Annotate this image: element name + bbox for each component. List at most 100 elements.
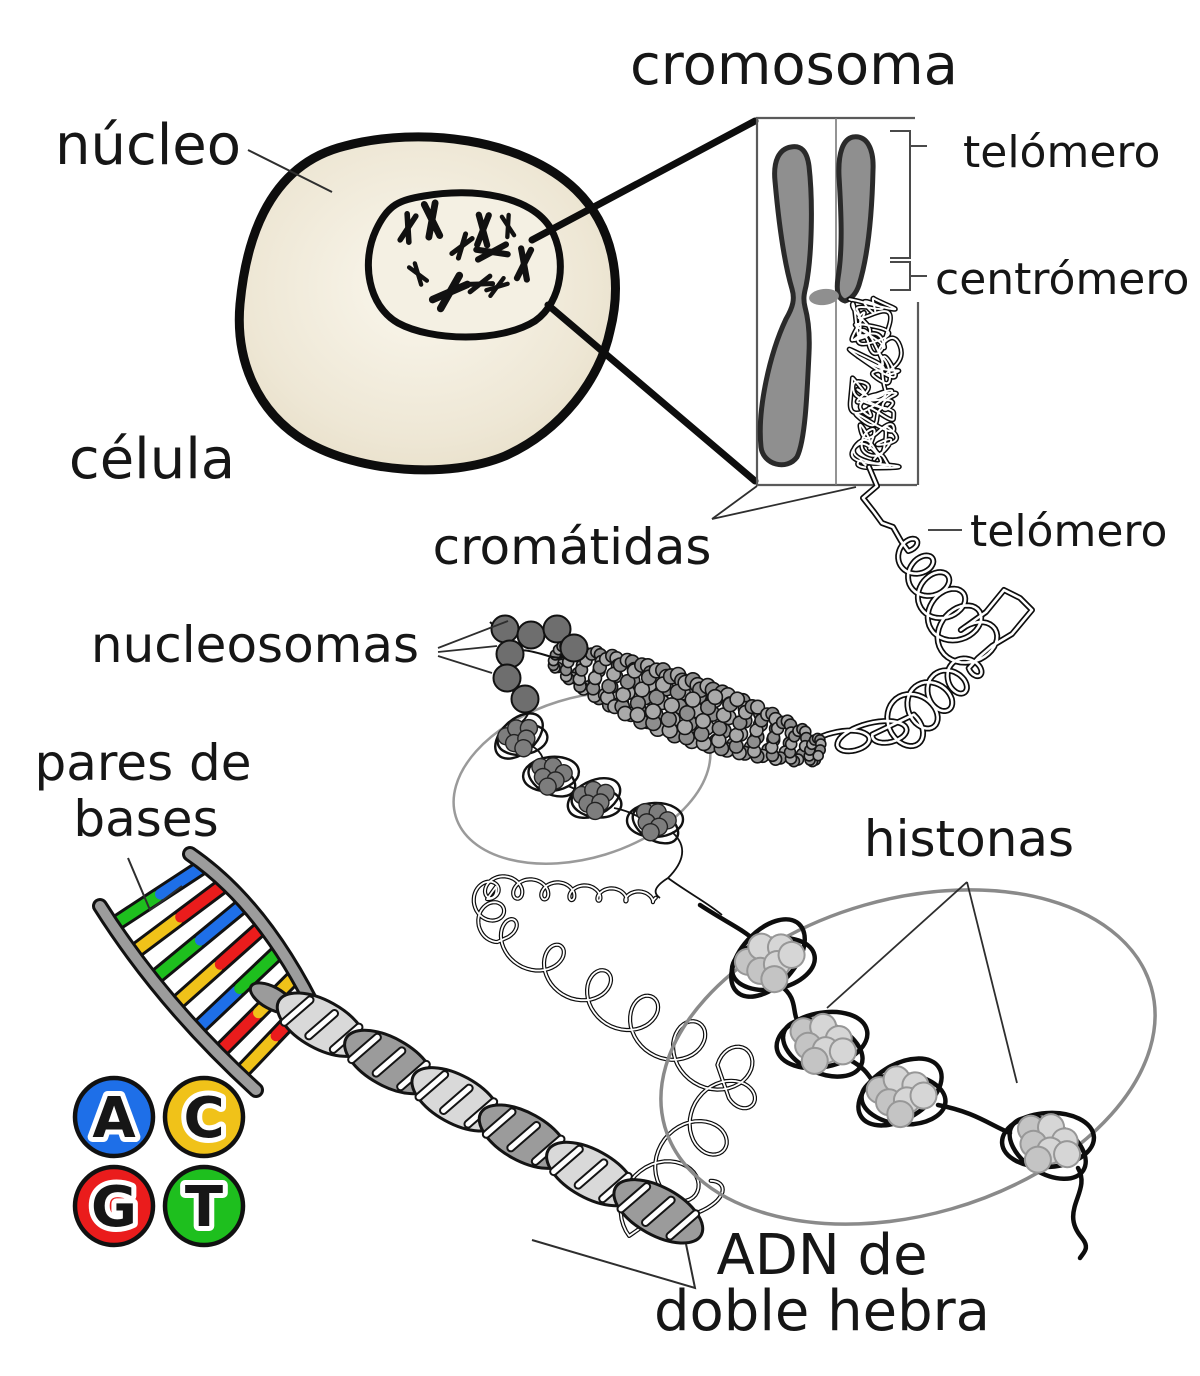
cromatidas-line-2 [711, 486, 857, 520]
mini-chromosome [513, 245, 535, 283]
mini-chromosome [420, 199, 444, 241]
nucleosomas-line-2 [437, 645, 498, 653]
base-letter-c: C [183, 1086, 224, 1151]
label-adn-line1: ADN de [716, 1223, 927, 1288]
label-pares-de: pares de [34, 734, 251, 792]
nucleosomas-line-3 [437, 655, 493, 674]
base-letter-g: G [91, 1175, 137, 1240]
histone-protein [760, 965, 789, 994]
solenoid-fiber [547, 640, 827, 768]
dna-wrap-string [935, 1102, 1013, 1136]
chromatin-scribble [846, 295, 904, 471]
label-centromero: centrómero [935, 254, 1189, 305]
nucleosome-clusters [494, 712, 723, 916]
nucleosome-zoom-big [659, 888, 1157, 1261]
nucleosome-cluster [521, 755, 581, 798]
cell [234, 132, 620, 475]
cromatidas-line-1 [711, 485, 758, 520]
label-nucleosomas: nucleosomas [91, 616, 419, 674]
solenoid-ring [803, 732, 827, 768]
mini-chromosome [474, 211, 492, 249]
chromosome-box [755, 116, 962, 531]
label-celula: célula [69, 427, 235, 492]
labels: cromosoma núcleo célula telómero centróm… [34, 33, 1189, 1344]
label-cromatidas: cromátidas [433, 518, 712, 576]
base-pair-rung [148, 898, 250, 985]
chromatin-tangle-core [848, 297, 903, 469]
label-telomero-mid: telómero [970, 506, 1167, 557]
histonas-pointer-lines [826, 881, 1018, 1084]
nucleosomas-pointer-lines [437, 620, 509, 674]
dna-wrap-string [1070, 1165, 1089, 1261]
histone-nucleosomes [697, 902, 1097, 1261]
zoom-cone-lines [528, 117, 759, 485]
nucleosome-bead [495, 639, 525, 669]
base-letter-a: A [92, 1086, 136, 1151]
base-pair-rung [109, 859, 209, 931]
left-chromatid [757, 144, 814, 468]
zoom-line-bottom [544, 301, 759, 485]
histone-nucleosome [856, 1056, 948, 1129]
mini-chromosome [428, 271, 472, 313]
base-badge-g: G [72, 1164, 156, 1248]
chromosome [757, 134, 904, 471]
nucleo-pointer-line [247, 149, 333, 193]
coil-fiber-core [801, 465, 1034, 754]
base-badge-a: A [72, 1075, 156, 1159]
nucleosomas-line-1 [437, 620, 509, 649]
mini-chromosome [473, 241, 511, 263]
nucleosome-bead [516, 620, 546, 650]
telomere-bracket [890, 130, 927, 259]
label-telomero-top: telómero [963, 127, 1160, 178]
dna-helix-thin [471, 874, 757, 1238]
nucleosome-bead [490, 614, 520, 644]
nucleosome-cluster [494, 712, 549, 760]
histonas-line-1 [826, 881, 968, 1009]
dna-ribbon-helix [248, 981, 705, 1245]
histonas-line-2 [966, 881, 1018, 1084]
nucleosome-bead [559, 633, 589, 663]
histone-protein [886, 1100, 915, 1129]
nucleosome-beads [489, 614, 589, 723]
mini-chromosomes [397, 199, 535, 313]
histone-protein [800, 1046, 829, 1075]
nucleus [364, 189, 564, 341]
histone-protein [828, 1037, 857, 1066]
nucleosome-cluster [625, 801, 685, 845]
label-histonas: histonas [864, 810, 1074, 868]
zoom-line-top [528, 117, 759, 244]
base-badge-c: C [162, 1075, 246, 1159]
nucleosome-bead [510, 684, 540, 714]
cromatidas-pointer-lines [711, 485, 857, 520]
label-bases: bases [73, 790, 218, 848]
base-pair-rung [169, 921, 268, 1011]
nucleosome-bead [542, 614, 572, 644]
ribbon-lens [612, 1178, 705, 1245]
label-cromosoma: cromosoma [630, 33, 958, 98]
pares-de-bases-pointer [127, 857, 183, 912]
base-badge-t: T [162, 1164, 246, 1248]
nucleosome-cluster [566, 777, 623, 821]
nucleosome-zoom-small [452, 691, 723, 916]
adn-pointer [531, 1239, 697, 1290]
mini-chromosome [464, 273, 496, 295]
centromere-bridge [809, 288, 839, 306]
histone-protein [777, 940, 806, 969]
mini-chromosome [406, 261, 430, 287]
histone-nucleosome [774, 1009, 870, 1079]
base-pair-rung [128, 878, 230, 959]
cluster-string [667, 877, 723, 916]
mini-chromosome [397, 211, 419, 245]
thin-helix-core [472, 875, 756, 1237]
nucleosome-bead [492, 663, 522, 693]
histone-protein [1053, 1140, 1082, 1169]
base-letter-t: T [185, 1175, 223, 1240]
histone-protein [1023, 1145, 1052, 1174]
base-pair-rung [191, 945, 285, 1035]
label-nucleo: núcleo [55, 113, 241, 178]
chromatin-coil [799, 464, 1035, 755]
big-ellipse-outline [659, 888, 1157, 1226]
histone-nucleosome [999, 1110, 1097, 1182]
mini-chromosome [499, 212, 517, 240]
